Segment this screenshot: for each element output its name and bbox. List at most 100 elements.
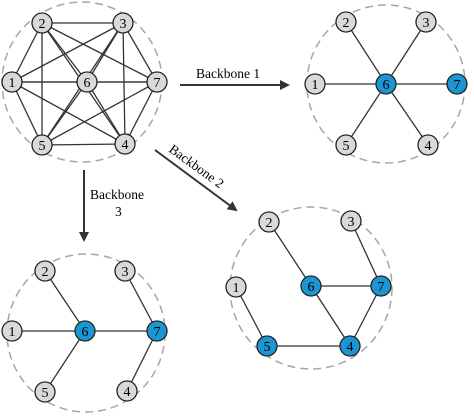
node-circle [31,12,53,34]
full-graph-edge-3-6 [86,22,124,83]
node-circle [256,335,278,357]
node-label: 2 [42,265,49,280]
node-label: 3 [120,17,127,32]
full-graph-edge-1-3 [11,22,124,83]
full-graph-edge-2-7 [41,22,158,83]
node-label: 5 [39,139,46,154]
node-circle [335,134,357,156]
node-circle [76,71,98,93]
node-circle [1,71,23,93]
node-label: 4 [425,139,432,154]
node-circle [339,335,361,357]
node-circle [300,275,322,297]
node-label: 5 [264,340,271,355]
backbone-3-caption-line1: Backbone [90,187,144,202]
backbone-2-node-5: 5 [256,335,278,357]
node-circle [446,73,468,95]
node-circle [335,11,357,33]
node-label: 4 [124,385,131,400]
full-graph-edge-3-4 [122,22,126,145]
backbone-1-node-1: 1 [304,73,326,95]
backbone-1-edge-6-2 [345,21,387,85]
full-graph-panel: 1 2 3 4 5 6 7 [1,1,168,163]
backbone-2-edge-6-4 [310,285,351,347]
full-graph-edge-2-6 [41,22,88,83]
backbone-3-caption-line2: 3 [115,204,122,219]
node-circle [114,260,136,282]
backbone-1-edge-6-3 [385,21,427,85]
node-circle [114,133,136,155]
node-label: 7 [154,325,161,340]
arrow-to-backbone-2 [154,149,238,212]
node-label: 4 [347,340,354,355]
backbone-1-edge-6-4 [385,83,429,146]
backbone-3-node-3: 3 [114,260,136,282]
full-graph-edge-4-5 [41,143,126,146]
backbone-2-node-1: 1 [225,276,247,298]
node-label: 3 [348,215,355,230]
node-circle [146,320,168,342]
backbone-1-edge-6-5 [345,83,387,146]
node-label: 3 [122,265,129,280]
backbone-2-edge-3-7 [350,220,382,287]
node-circle [258,211,280,233]
node-label: 7 [454,78,461,93]
backbone-1-node-2: 2 [335,11,357,33]
backbone-1-node-4: 4 [417,134,439,156]
backbone-2-node-4: 4 [339,335,361,357]
node-circle [415,11,437,33]
full-graph-edge-1-4 [11,81,126,145]
node-circle [146,71,168,93]
node-circle [370,275,392,297]
node-circle [112,12,134,34]
full-graph-node-6: 6 [76,71,98,93]
backbone-3-edge-6-5 [44,330,86,393]
full-graph-node-1: 1 [1,71,23,93]
node-circle [31,134,53,156]
node-label: 6 [308,280,315,295]
full-graph-edge-5-7 [41,81,158,146]
full-graph-edge-1-5 [11,81,43,146]
node-label: 4 [122,138,129,153]
full-graph-node-3: 3 [112,12,134,34]
backbone-1-caption: Backbone 1 [196,66,260,81]
node-circle [225,276,247,298]
backbone-3-node-5: 5 [34,381,56,403]
backbone-1-node-6: 6 [375,73,397,95]
backbone-3-node-7: 7 [146,320,168,342]
full-graph-edge-5-6 [41,81,88,146]
node-label: 2 [266,216,273,231]
full-graph-node-7: 7 [146,71,168,93]
full-graph-edge-4-6 [86,81,126,145]
full-graph-node-2: 2 [31,12,53,34]
node-circle [34,381,56,403]
node-label: 7 [378,280,385,295]
backbone-1-node-3: 3 [415,11,437,33]
backbone-3-edge-6-2 [44,270,86,332]
full-graph-edge-4-7 [124,81,158,145]
backbone-3-node-2: 2 [34,260,56,282]
backbone-3-edge-7-3 [124,270,158,332]
node-label: 3 [423,16,430,31]
backbone-1-panel: 1 2 3 4 5 6 7 [304,4,468,164]
backbone-1-node-7: 7 [446,73,468,95]
node-label: 5 [42,386,49,401]
node-circle [375,73,397,95]
node-label: 6 [82,325,89,340]
node-circle [74,320,96,342]
backbone-2-node-6: 6 [300,275,322,297]
node-label: 6 [383,78,390,93]
node-circle [417,134,439,156]
node-circle [34,260,56,282]
backbone-2-edge-7-4 [349,285,382,347]
node-label: 1 [312,78,319,93]
node-circle [1,320,23,342]
full-graph-edge-3-7 [122,22,158,83]
node-label: 5 [343,139,350,154]
node-circle [340,210,362,232]
backbone-2-edge-1-5 [235,286,268,347]
backbone-2-edge-2-6 [268,221,312,287]
node-label: 1 [9,76,16,91]
